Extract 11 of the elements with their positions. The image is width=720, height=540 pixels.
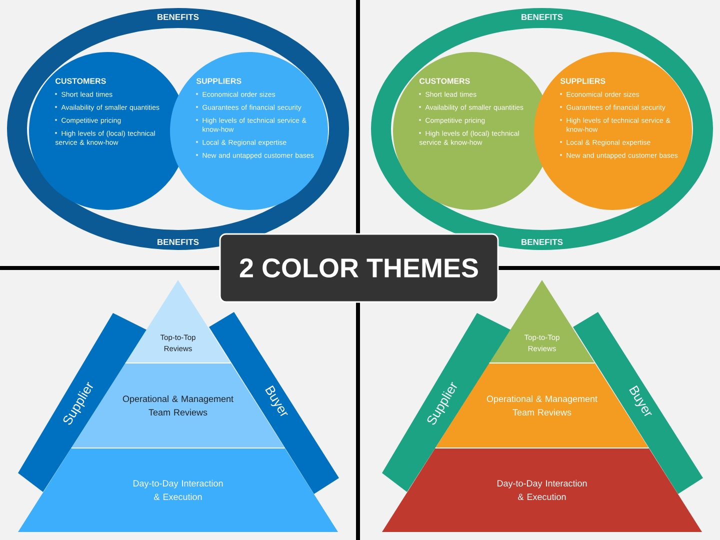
node-label: SUPPLIERS	[560, 78, 606, 84]
ring-label: BENEFITS	[522, 238, 563, 245]
node-label: CUSTOMERS	[56, 78, 106, 84]
ring-label: BENEFITS	[158, 238, 199, 245]
pyramid-band: Day-to-Day Interaction & Execution	[382, 448, 702, 532]
ring-label: BENEFITS	[158, 14, 199, 20]
pyramid-band: Day-to-Day Interaction & Execution	[18, 448, 338, 532]
title-banner: 2 COLOR THEMES	[219, 233, 499, 303]
node-label: SUPPLIERS	[196, 78, 242, 84]
ring-label: BENEFITS	[522, 14, 563, 20]
node-label: CUSTOMERS	[420, 78, 470, 84]
